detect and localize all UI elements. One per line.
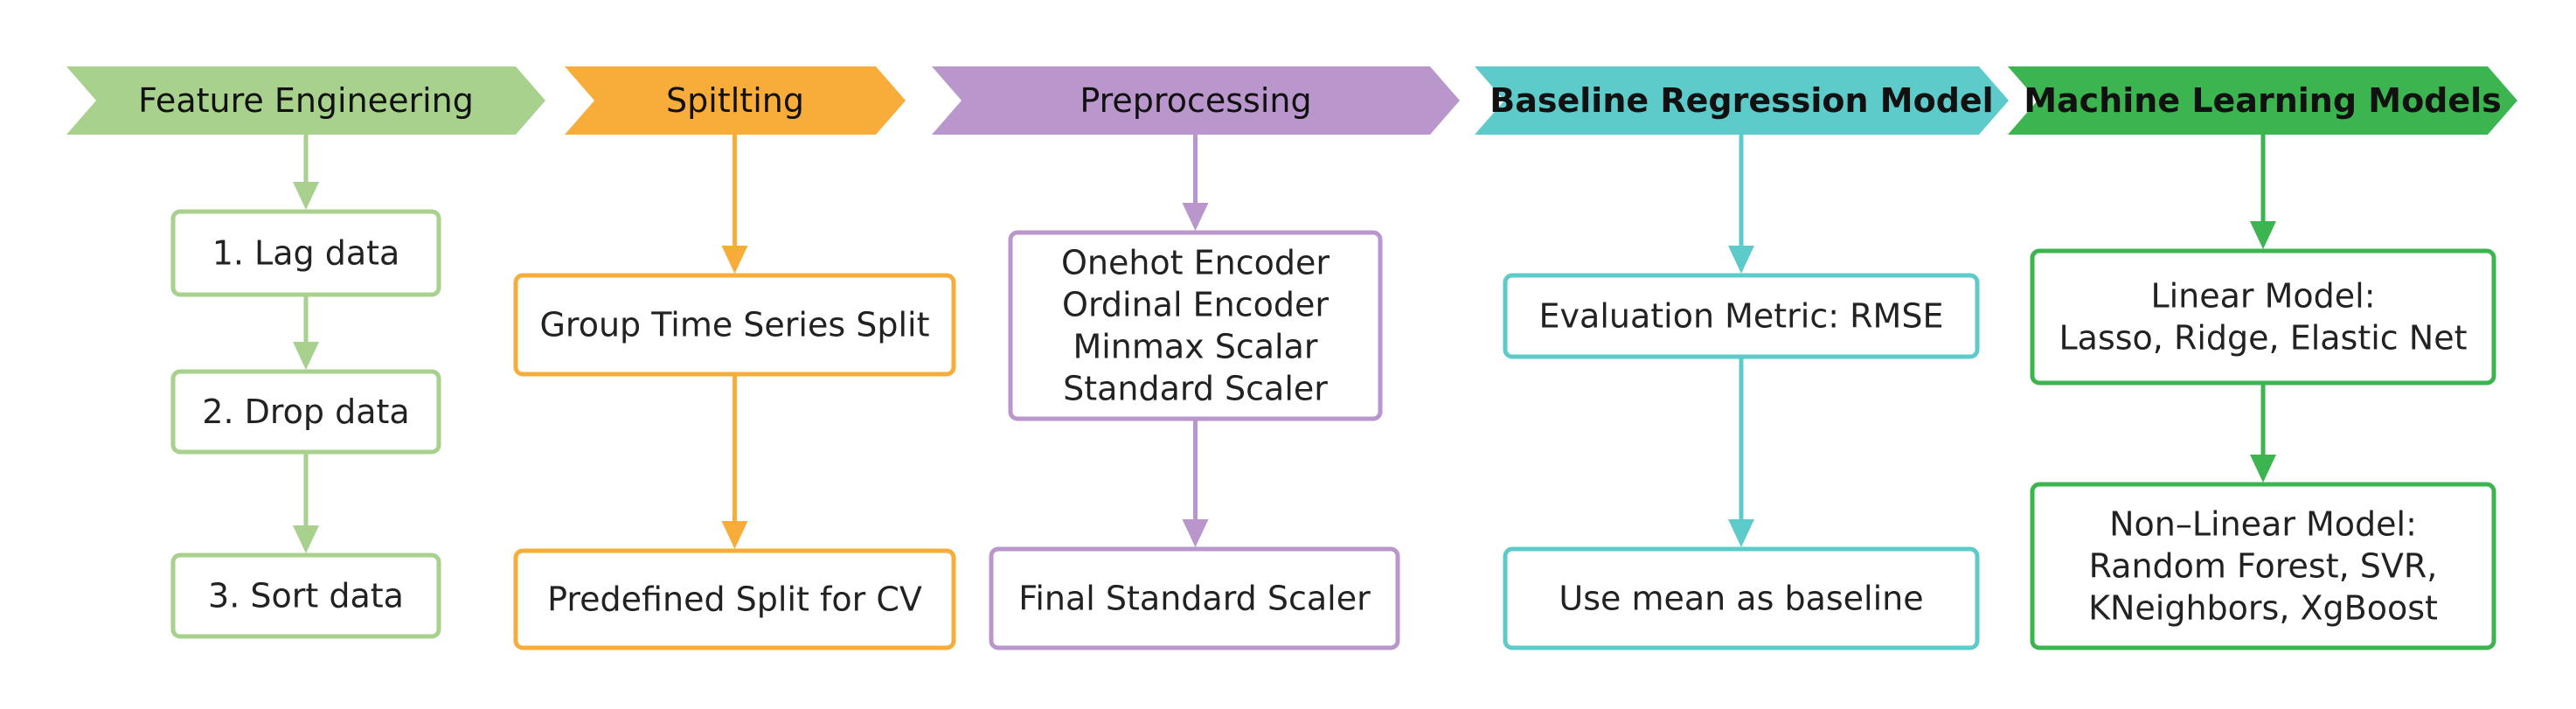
step-box: Final Standard Scaler	[989, 546, 1400, 650]
step-text: Random Forest, SVR,	[2089, 547, 2438, 586]
step-box-border	[1503, 546, 1980, 650]
step-box: Group Time Series Split	[513, 273, 956, 377]
step-box-border	[170, 553, 441, 639]
step-text: Final Standard Scaler	[1018, 580, 1371, 618]
header-arrows: Feature Engineering Spitlting Preprocessin…	[66, 66, 2517, 135]
step-text: Evaluation Metric: RMSE	[1539, 297, 1944, 336]
step-box-border	[989, 546, 1400, 650]
connector-arrow	[721, 374, 748, 549]
step-box-border	[2030, 248, 2496, 386]
step-box-border	[513, 548, 956, 650]
step-text: Predefined Split for CV	[547, 580, 922, 619]
connector-arrow	[1728, 357, 1754, 547]
step-text: Linear Model:	[2150, 277, 2375, 316]
header-label: Machine Learning Models	[2024, 81, 2502, 120]
step-box: Use mean as baseline	[1503, 546, 1980, 650]
step-box: 1. Lag data	[170, 209, 441, 297]
step-box-border	[2030, 482, 2496, 650]
header-chevron-shape	[2008, 66, 2517, 135]
step-text: Onehot Encoder	[1061, 244, 1330, 282]
step-text: 1. Lag data	[212, 234, 400, 273]
step-text: Minmax Scalar	[1073, 328, 1317, 366]
header-chevron-shape	[932, 66, 1460, 135]
connector-arrows	[293, 135, 2276, 553]
step-box: Linear Model:Lasso, Ridge, Elastic Net	[2030, 248, 2496, 386]
header-chevron-shape	[66, 66, 545, 135]
connector-arrow	[1182, 135, 1209, 231]
step-text: KNeighbors, XgBoost	[2088, 589, 2438, 628]
step-text: Standard Scaler	[1063, 370, 1328, 408]
step-text: Group Time Series Split	[539, 306, 929, 344]
header-chevron-shape	[565, 66, 906, 135]
step-text: Non–Linear Model:	[2109, 505, 2417, 544]
step-box-border	[513, 273, 956, 377]
connector-arrow	[293, 295, 319, 370]
connector-arrow	[1182, 419, 1209, 547]
step-box-border	[1503, 273, 1980, 359]
header-label: Feature Engineering	[138, 81, 474, 120]
header-label: Baseline Regression Model	[1489, 81, 1993, 120]
connector-arrow	[293, 452, 319, 553]
connector-arrow	[2250, 383, 2276, 483]
step-box: Evaluation Metric: RMSE	[1503, 273, 1980, 359]
header-label: Spitlting	[666, 81, 804, 120]
header-splitting: Spitlting	[565, 66, 906, 135]
header-feature_engineering: Feature Engineering	[66, 66, 545, 135]
step-box: Non–Linear Model:Random Forest, SVR,KNei…	[2030, 482, 2496, 650]
header-chevron-shape	[1475, 66, 2009, 135]
step-box-border	[170, 209, 441, 297]
connector-arrow	[293, 135, 319, 210]
step-text: 3. Sort data	[208, 577, 404, 615]
header-baseline: Baseline Regression Model	[1475, 66, 2009, 135]
connector-arrow	[721, 135, 748, 274]
connector-arrow	[2250, 135, 2276, 249]
step-box: 3. Sort data	[170, 553, 441, 639]
step-text: Ordinal Encoder	[1062, 286, 1329, 324]
step-text: 2. Drop data	[202, 393, 409, 431]
header-preprocessing: Preprocessing	[932, 66, 1460, 135]
step-text: Use mean as baseline	[1559, 580, 1923, 618]
step-text: Lasso, Ridge, Elastic Net	[2059, 319, 2468, 358]
step-box: 2. Drop data	[170, 369, 441, 455]
header-ml_models: Machine Learning Models	[2008, 66, 2517, 135]
step-box-border	[170, 369, 441, 455]
step-box-border	[1008, 230, 1383, 421]
step-boxes: 1. Lag data 2. Drop data 3. Sort data Group…	[170, 209, 2496, 650]
step-box: Predefined Split for CV	[513, 548, 956, 650]
header-label: Preprocessing	[1080, 81, 1311, 120]
connector-arrow	[1728, 135, 1754, 274]
